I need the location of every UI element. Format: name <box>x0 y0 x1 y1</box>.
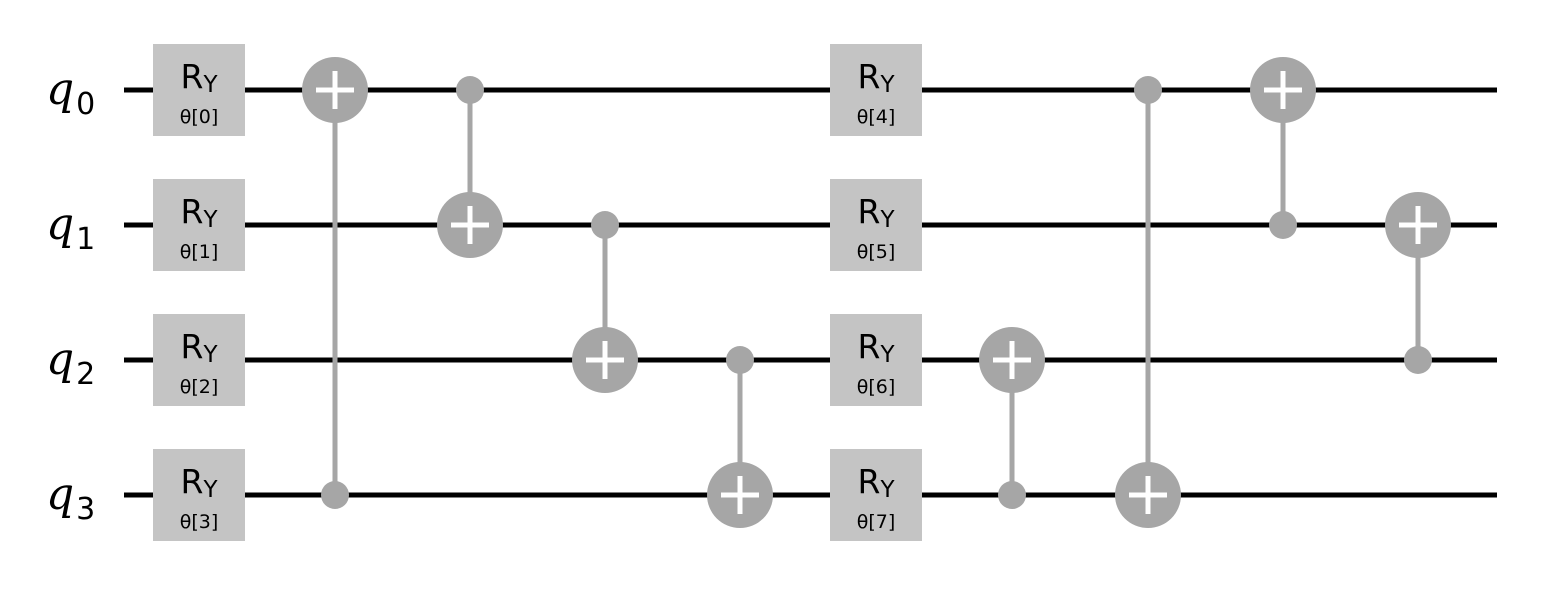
cnot-control-dot <box>1404 346 1432 374</box>
qubit-label-name: q <box>46 469 74 520</box>
ry-gate: RYθ[3] <box>153 449 245 541</box>
cnot-gate <box>572 211 638 393</box>
ry-gate-label-main: R <box>858 462 881 501</box>
ry-gate: RYθ[1] <box>153 179 245 271</box>
cnot-control-dot <box>1269 211 1297 239</box>
ry-gate-label-sub: Y <box>202 207 218 233</box>
ry-gate-label-main: R <box>858 57 881 96</box>
qubit-label: q1 <box>46 199 95 257</box>
ry-gate-label: RY <box>181 57 219 98</box>
ry-gate-label-sub: Y <box>879 72 895 98</box>
qubit-label-index: 3 <box>76 492 95 527</box>
qubit-label-index: 1 <box>76 222 95 257</box>
ry-gate-param: θ[7] <box>857 511 896 533</box>
ry-gate-param: θ[1] <box>180 241 219 263</box>
qubit-label-index: 0 <box>76 87 95 122</box>
qubit-label: q2 <box>46 334 95 392</box>
cnot-gate <box>437 76 503 258</box>
ry-gate-box <box>153 44 245 136</box>
ry-gate-label-main: R <box>858 327 881 366</box>
ry-gate-param: θ[3] <box>180 511 219 533</box>
ry-gate-label: RY <box>858 327 896 368</box>
ry-gate-box <box>830 449 922 541</box>
circuit-gates: RYθ[0]RYθ[1]RYθ[2]RYθ[3]RYθ[4]RYθ[5]RYθ[… <box>153 44 1451 541</box>
ry-gate-label: RY <box>181 192 219 233</box>
ry-gate: RYθ[7] <box>830 449 922 541</box>
cnot-gate <box>302 57 368 509</box>
ry-gate-box <box>153 449 245 541</box>
ry-gate-label: RY <box>858 462 896 503</box>
ry-gate-label-sub: Y <box>879 342 895 368</box>
ry-gate-box <box>153 314 245 406</box>
ry-gate-label-sub: Y <box>202 342 218 368</box>
cnot-gate <box>1115 76 1181 528</box>
qubit-label-index: 2 <box>76 357 95 392</box>
cnot-control-dot <box>321 481 349 509</box>
ry-gate-label-main: R <box>181 192 204 231</box>
cnot-control-dot <box>1134 76 1162 104</box>
ry-gate-label: RY <box>181 462 219 503</box>
ry-gate-param: θ[0] <box>180 106 219 128</box>
ry-gate-label: RY <box>181 327 219 368</box>
ry-gate-param: θ[5] <box>857 241 896 263</box>
ry-gate-param: θ[2] <box>180 376 219 398</box>
ry-gate-label-sub: Y <box>879 477 895 503</box>
qubit-label-name: q <box>46 334 74 385</box>
qubit-label-name: q <box>46 64 74 115</box>
qubit-wires <box>124 87 1497 498</box>
ry-gate-param: θ[4] <box>857 106 896 128</box>
cnot-control-dot <box>591 211 619 239</box>
qubit-label: q3 <box>46 469 95 527</box>
cnot-gate <box>1250 57 1316 239</box>
cnot-gate <box>1385 192 1451 374</box>
ry-gate: RYθ[4] <box>830 44 922 136</box>
qubit-label-name: q <box>46 199 74 250</box>
ry-gate: RYθ[2] <box>153 314 245 406</box>
ry-gate: RYθ[6] <box>830 314 922 406</box>
ry-gate-param: θ[6] <box>857 376 896 398</box>
ry-gate-label: RY <box>858 57 896 98</box>
ry-gate-label-main: R <box>858 192 881 231</box>
ry-gate-box <box>830 179 922 271</box>
cnot-control-dot <box>726 346 754 374</box>
cnot-gate <box>707 346 773 528</box>
ry-gate: RYθ[0] <box>153 44 245 136</box>
cnot-gate <box>979 327 1045 509</box>
ry-gate-label-sub: Y <box>879 207 895 233</box>
ry-gate-label-main: R <box>181 462 204 501</box>
ry-gate-label-main: R <box>181 57 204 96</box>
ry-gate-label-sub: Y <box>202 72 218 98</box>
cnot-control-dot <box>456 76 484 104</box>
ry-gate-label-main: R <box>181 327 204 366</box>
ry-gate-label-sub: Y <box>202 477 218 503</box>
cnot-control-dot <box>998 481 1026 509</box>
ry-gate-box <box>830 314 922 406</box>
ry-gate-box <box>830 44 922 136</box>
ry-gate-box <box>153 179 245 271</box>
qubit-label: q0 <box>46 64 95 122</box>
ry-gate-label: RY <box>858 192 896 233</box>
ry-gate: RYθ[5] <box>830 179 922 271</box>
